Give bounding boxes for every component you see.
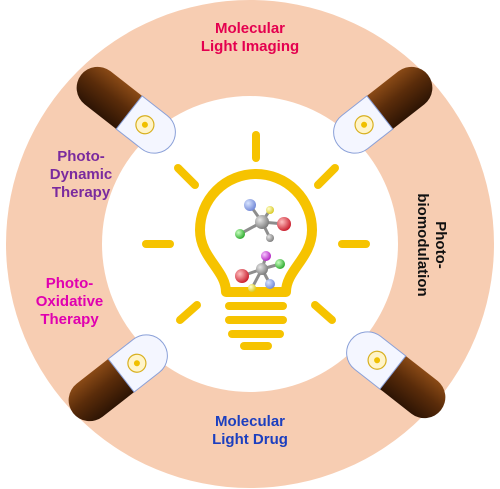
label-photo-dynamic-therapy: Photo- Dynamic Therapy [26, 148, 136, 202]
lightbulb-icon [195, 169, 317, 350]
label-molecular-light-drug: Molecular Light Drug [175, 413, 325, 449]
label-line: Molecular [214, 413, 286, 430]
label-line: Photo- [57, 148, 105, 165]
label-line: biomodulation [414, 193, 431, 297]
molecule-icon [235, 199, 291, 242]
label-line: Therapy [40, 311, 99, 328]
label-molecular-light-imaging: Molecular Light Imaging [175, 20, 325, 56]
label-line: Molecular [214, 20, 286, 37]
label-line: Dynamic [49, 166, 113, 183]
light-ray-icon [142, 131, 370, 324]
capsule-icon [333, 66, 433, 154]
capsule-icon [68, 334, 168, 422]
label-line: Light Drug [212, 431, 288, 448]
capsule-icon [346, 331, 446, 419]
molecule-icon [235, 251, 285, 292]
label-photo-biomodulation: Photo- biomodulation [409, 170, 453, 320]
capsule-icon [76, 66, 176, 154]
label-line: Photo- [45, 275, 94, 292]
label-line: Oxidative [35, 293, 104, 310]
label-line: Light Imaging [200, 38, 300, 55]
label-photo-oxidative-therapy: Photo- Oxidative Therapy [12, 275, 127, 329]
label-line: Therapy [51, 184, 111, 201]
label-line: Photo- [432, 221, 449, 269]
